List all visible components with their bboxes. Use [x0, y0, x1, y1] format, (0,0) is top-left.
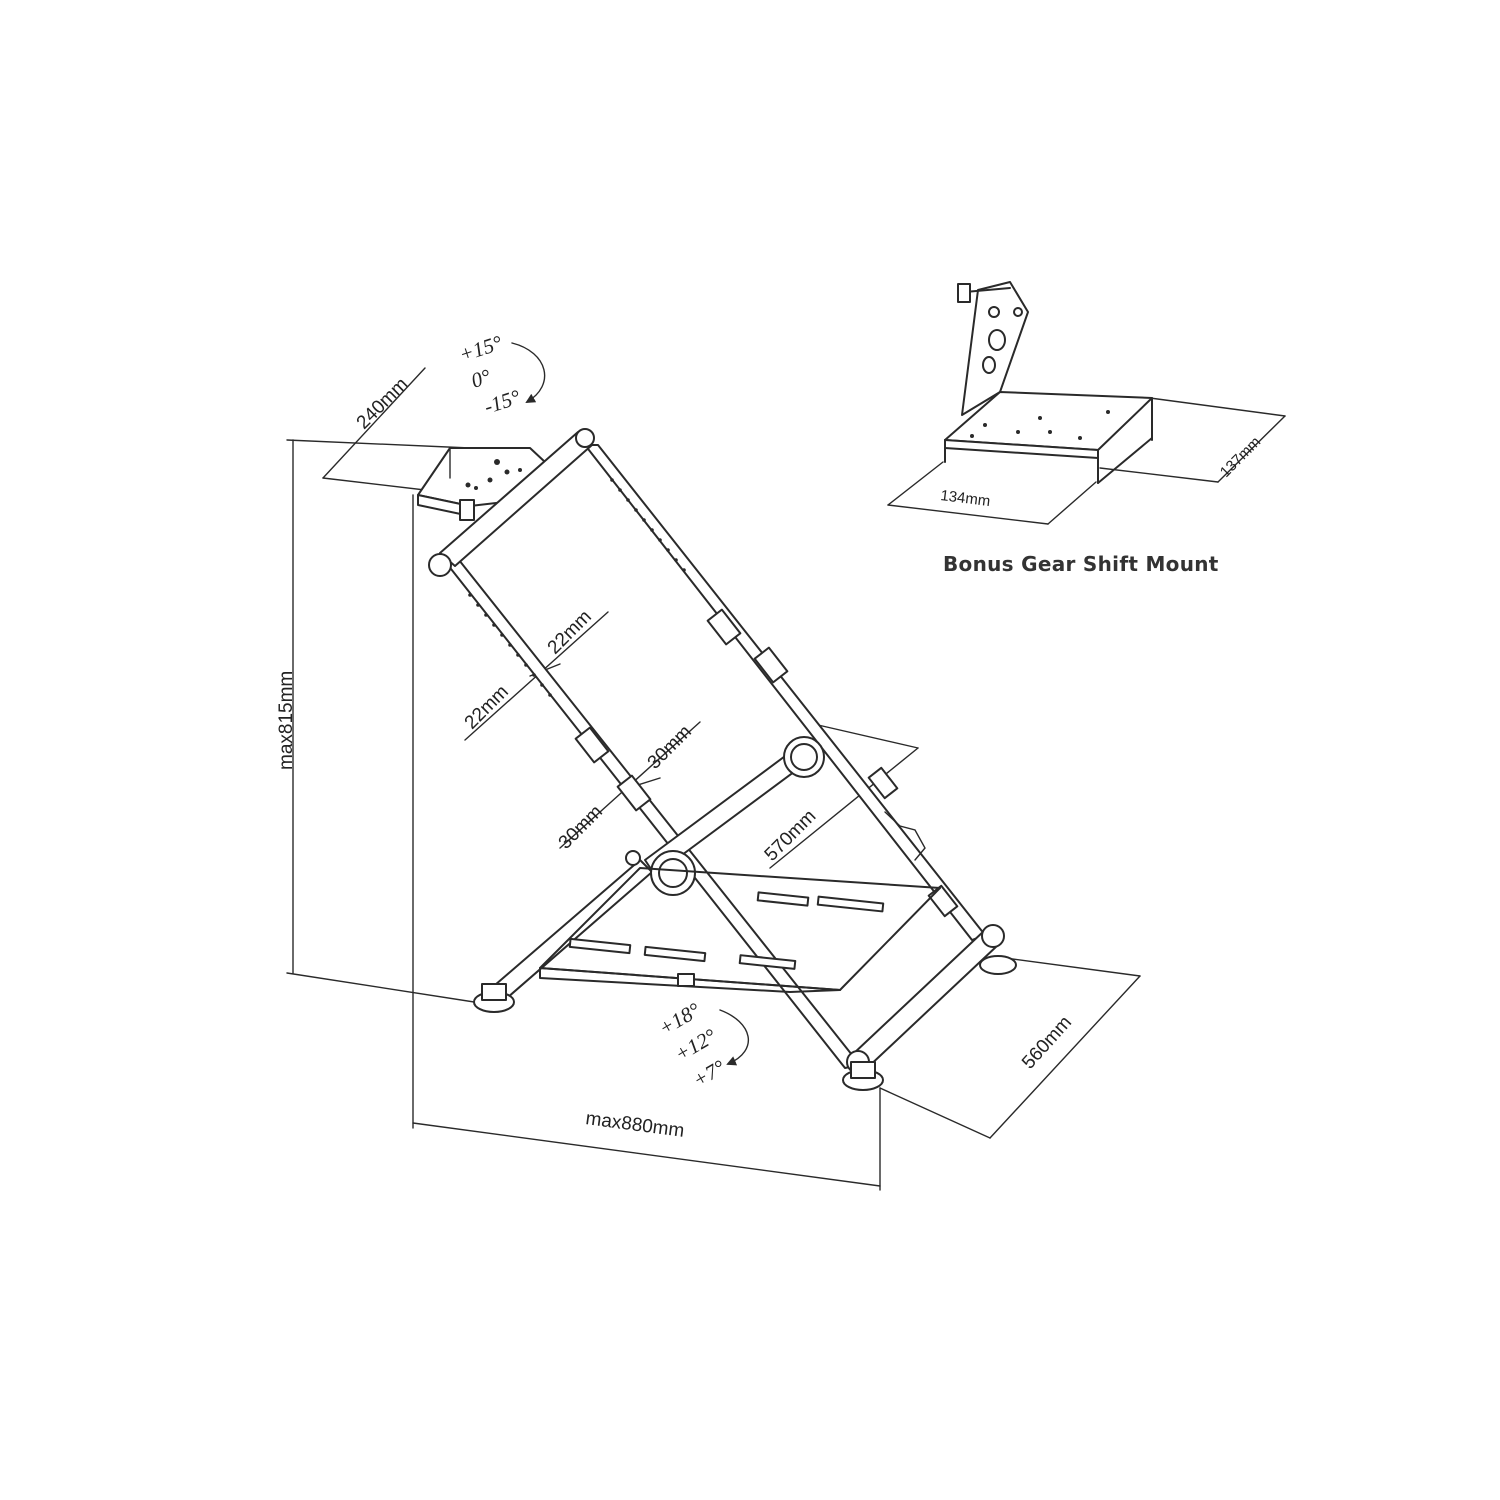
gear-mount-depth-label: 137mm	[1217, 433, 1264, 480]
gear-mount-caption: Bonus Gear Shift Mount	[943, 552, 1219, 576]
frame-width-label: 570mm	[761, 806, 821, 866]
height-label: max815mm	[276, 671, 297, 770]
wheel-tilt-minus15: -15°	[481, 384, 524, 418]
base-width-label: 560mm	[1018, 1012, 1076, 1073]
tube-22-label-b: 22mm	[544, 606, 596, 658]
stand-frame	[428, 428, 1017, 1091]
gear-shift-mount	[887, 281, 1286, 525]
pedal-tilt-arrow	[719, 1009, 749, 1066]
gear-mount-width-label: 134mm	[940, 487, 992, 510]
plate-width-label: 240mm	[353, 374, 413, 434]
tube-30-label-b: 30mm	[644, 721, 696, 773]
wheel-tilt-arrow	[511, 342, 546, 403]
tube-30-label-a: 30mm	[555, 801, 607, 853]
pedal-plate-slots	[568, 891, 885, 970]
wheel-tilt-zero: 0°	[468, 364, 494, 393]
pedal-tilt-plus7: +7°	[689, 1055, 730, 1093]
adjustment-holes	[468, 478, 686, 697]
depth-label: max880mm	[584, 1108, 685, 1142]
wheel-tilt-plus15: +15°	[456, 330, 505, 366]
tube-22-label-a: 22mm	[461, 681, 513, 733]
